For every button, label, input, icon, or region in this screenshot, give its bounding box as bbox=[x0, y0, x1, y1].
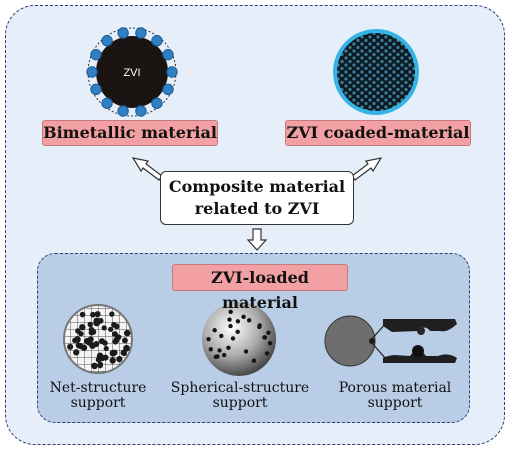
zvi-particle-dot bbox=[90, 311, 96, 318]
zvi-particle-dot bbox=[208, 347, 213, 352]
porous-material-icon bbox=[324, 315, 457, 367]
zvi-particle-dot bbox=[79, 323, 86, 331]
zvi-particle-dot bbox=[93, 340, 100, 348]
zvi-particle-dot bbox=[67, 343, 74, 350]
zvi-particle-dot bbox=[108, 326, 114, 332]
composite-line-1: Composite material bbox=[168, 177, 346, 196]
caption-line-1: Net-structure bbox=[49, 380, 147, 396]
caption-line-1: Spherical-structure bbox=[170, 380, 310, 396]
zvi-particle-dot bbox=[91, 362, 98, 370]
spherical-structure-icon bbox=[202, 302, 276, 376]
bimetal-dot bbox=[151, 97, 163, 109]
zvi-particle-dot bbox=[251, 358, 257, 363]
zvi-particle-dot bbox=[267, 341, 273, 346]
zvi-particle-dot bbox=[212, 328, 217, 333]
zvi-particle-dot bbox=[235, 319, 241, 324]
zvi-particle-dot bbox=[123, 329, 131, 337]
bimetal-dot bbox=[162, 83, 174, 96]
zvi-particle-dot bbox=[228, 323, 233, 329]
bimetal-dot bbox=[90, 83, 102, 96]
composite-material-box: Composite material related to ZVI bbox=[160, 171, 354, 225]
net-structure-caption: Net-structure support bbox=[48, 381, 148, 411]
zvi-particle-dot bbox=[79, 311, 86, 318]
zvi-particle-dot bbox=[112, 331, 118, 338]
arrow-to-zvi-loaded-icon bbox=[246, 228, 268, 251]
bimetal-dot bbox=[101, 35, 113, 47]
zvi-particle-dot bbox=[228, 309, 233, 315]
zvi-core-label: ZVI bbox=[123, 67, 140, 79]
arrow-to-zvi-coaded-icon bbox=[351, 157, 383, 181]
zvi-particle-dot bbox=[246, 318, 252, 323]
zvi-particle-dot bbox=[226, 345, 231, 351]
zvi-particle-dot bbox=[94, 311, 101, 318]
zvi-particle-dot bbox=[77, 343, 84, 350]
zvi-particle-dot bbox=[121, 350, 127, 357]
zvi-particle-dot bbox=[96, 352, 104, 359]
zvi-particle-dot bbox=[109, 311, 115, 317]
bimetal-dot bbox=[117, 27, 129, 39]
bimetal-dot bbox=[86, 66, 98, 78]
zvi-particle-dot bbox=[227, 317, 232, 322]
zvi-particle-dot bbox=[101, 325, 107, 331]
zvi-particle-dot bbox=[102, 340, 108, 346]
bimetal-dot bbox=[117, 105, 129, 117]
zvi-particle-dot bbox=[113, 336, 120, 343]
spherical-structure-caption: Spherical-structure support bbox=[165, 381, 315, 411]
caption-line-2: support bbox=[367, 395, 423, 411]
caption-line-2: support bbox=[70, 395, 126, 411]
zvi-particle-dot bbox=[87, 321, 93, 328]
caption-line-2: support bbox=[212, 395, 268, 411]
zvi-particle-dot bbox=[103, 345, 109, 352]
bimetal-dot bbox=[90, 48, 102, 61]
zvi-particle-dot bbox=[88, 329, 95, 336]
zvi-particle-dot bbox=[241, 314, 246, 319]
zvi-particle-dot bbox=[78, 331, 84, 337]
caption-line-1: Porous material bbox=[338, 380, 452, 396]
zvi-particle-dot bbox=[266, 330, 271, 336]
bimetal-dot bbox=[166, 66, 178, 78]
bimetal-dot bbox=[135, 105, 147, 117]
zvi-particle-dot bbox=[109, 357, 116, 364]
zvi-particle-dot bbox=[221, 352, 227, 358]
zvi-particle-dot bbox=[74, 336, 81, 343]
zvi-particle-dot bbox=[113, 323, 120, 330]
zvi-particle-dot bbox=[213, 354, 219, 360]
zvi-particle-dot bbox=[121, 337, 128, 344]
zvi-particle-dot bbox=[123, 344, 130, 352]
zvi-particle-dot bbox=[87, 336, 94, 343]
zvi-particle-dot bbox=[217, 348, 222, 353]
zvi-coaded-material-box: ZVI coaded-material bbox=[285, 120, 471, 146]
zvi-particle-dot bbox=[264, 351, 270, 356]
zvi-particle-dot bbox=[206, 337, 211, 342]
arrow-to-bimetallic-icon bbox=[131, 157, 163, 181]
zvi-particle-dot bbox=[262, 335, 268, 340]
net-structure-icon bbox=[63, 304, 133, 374]
bimetal-dot bbox=[162, 48, 174, 61]
bimetal-dot bbox=[135, 27, 147, 39]
bimetallic-particle-icon bbox=[86, 27, 178, 117]
zvi-particle-dot bbox=[73, 349, 80, 356]
composite-line-2: related to ZVI bbox=[194, 199, 320, 218]
zvi-coated-particle-icon bbox=[333, 29, 419, 115]
zvi-particle-dot bbox=[97, 362, 103, 369]
bimetal-dot bbox=[151, 35, 163, 47]
zvi-particle-dot bbox=[230, 336, 236, 341]
bimetal-dot bbox=[101, 97, 113, 109]
zvi-loaded-material-box: ZVI-loaded material bbox=[172, 264, 348, 312]
zvi-particle-dot bbox=[116, 356, 123, 363]
bimetallic-material-box: Bimetallic material bbox=[42, 120, 218, 146]
zvi-particle-dot bbox=[257, 323, 262, 328]
zvi-particle-dot bbox=[243, 349, 249, 354]
zvi-particle-dot bbox=[235, 329, 240, 335]
zvi-particle-dot bbox=[219, 333, 224, 339]
zvi-particle-dot bbox=[93, 317, 101, 325]
zvi-particle-dot bbox=[111, 349, 118, 356]
porous-material-caption: Porous material support bbox=[330, 381, 460, 411]
